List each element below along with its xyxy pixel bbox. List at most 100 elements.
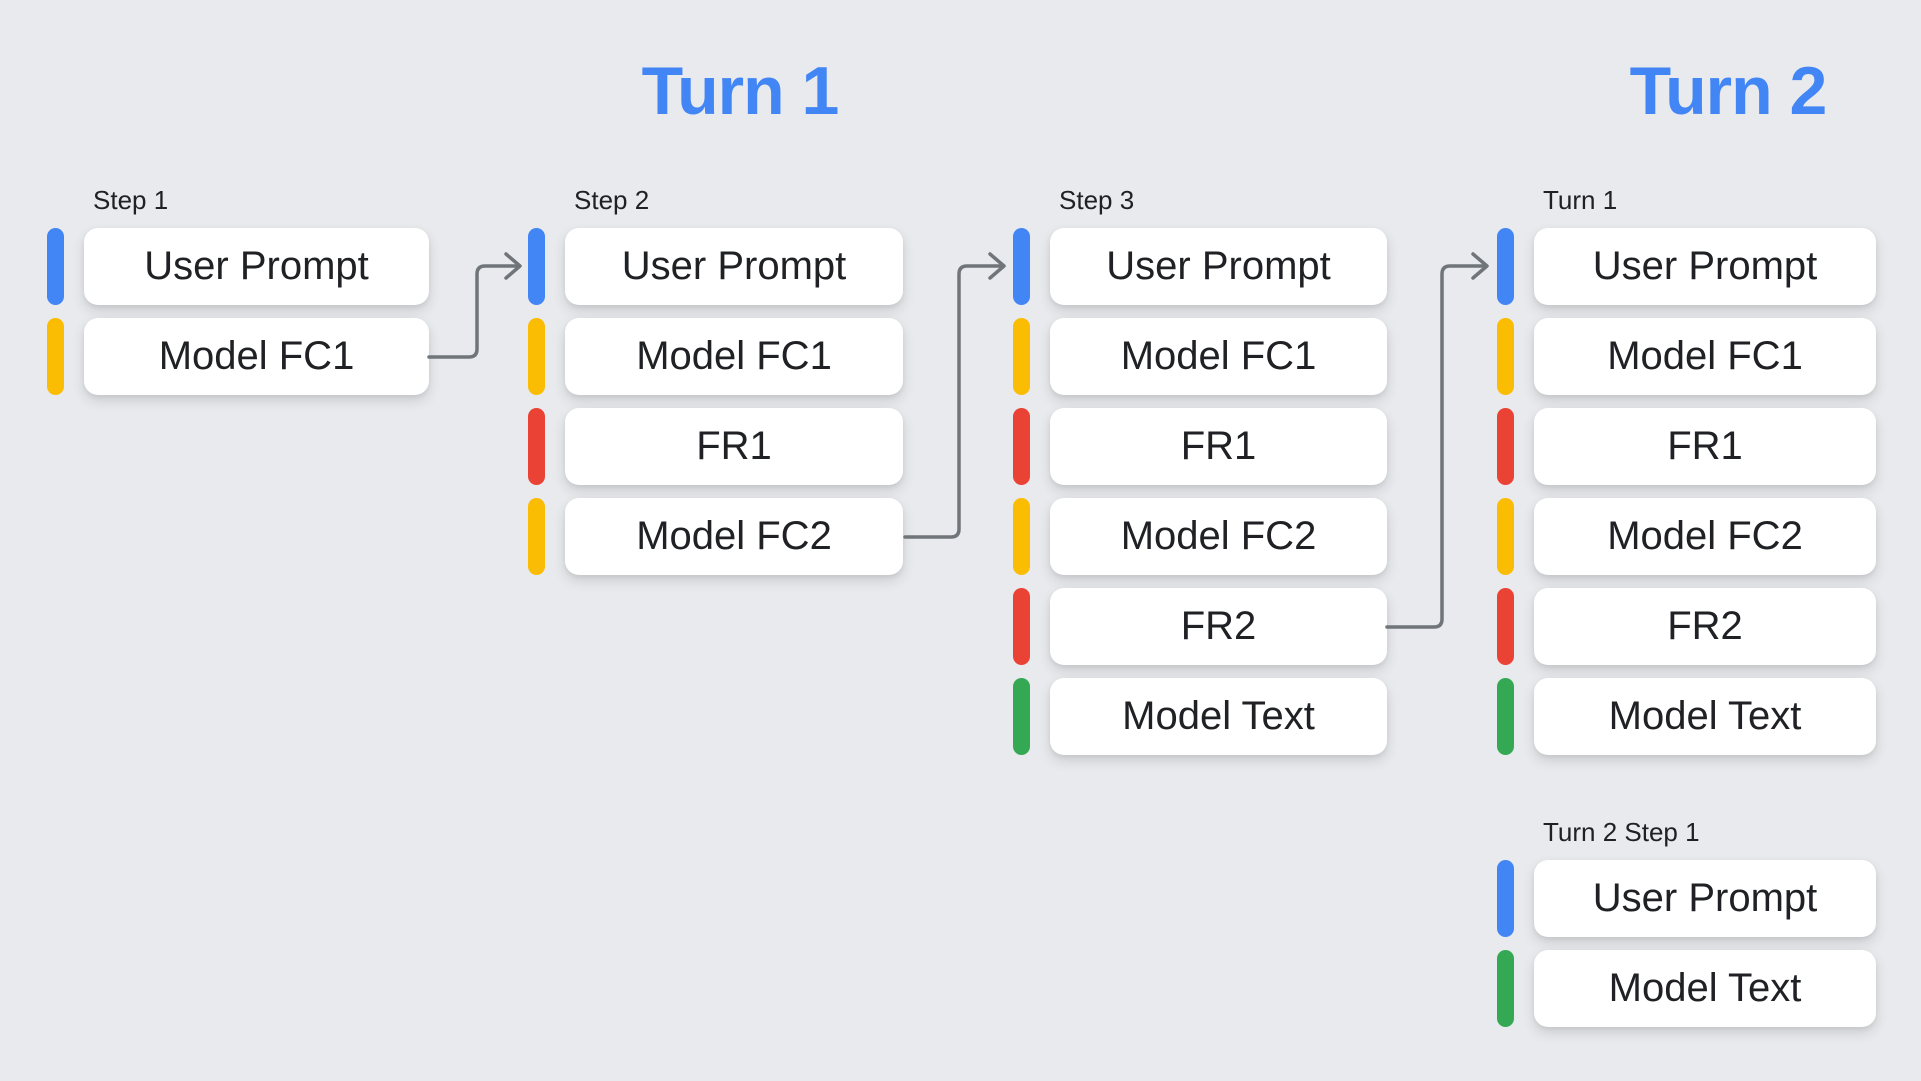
message-row: FR1 [1497,408,1876,485]
message-row: Model FC2 [528,498,903,575]
group-step3-rows: User Prompt Model FC1 FR1 Model FC2 FR2 … [1013,228,1387,755]
message-row: FR1 [528,408,903,485]
message-row: User Prompt [1013,228,1387,305]
message-row: User Prompt [47,228,429,305]
message-box: Model Text [1534,678,1876,755]
message-label: Model FC1 [1607,334,1803,378]
group-turn2-step1-label: Turn 2 Step 1 [1543,817,1700,847]
message-box: FR2 [1050,588,1387,665]
group-step2: Step 2 User Prompt Model FC1 FR1 Model F… [528,186,903,575]
message-row: Model FC1 [47,318,429,395]
connector-step3-to-turn1-arrow [1385,252,1489,629]
role-color-bar [528,228,545,305]
message-row: Model Text [1497,678,1876,755]
group-step1: Step 1 User Prompt Model FC1 [47,186,429,395]
message-label: User Prompt [1106,244,1331,288]
role-color-bar [47,228,64,305]
message-box: Model FC1 [565,318,903,395]
message-label: User Prompt [1592,244,1818,288]
message-label: Model FC1 [1120,334,1317,378]
message-label: Model FC2 [636,514,832,558]
group-turn1-context: Turn 1 User Prompt Model FC1 FR1 Model F… [1497,186,1876,755]
message-box: FR1 [1534,408,1876,485]
group-turn1-context-label: Turn 1 [1543,185,1618,215]
message-box: Model FC1 [1050,318,1387,395]
role-color-bar [1497,950,1514,1027]
group-step2-rows: User Prompt Model FC1 FR1 Model FC2 [528,228,903,575]
group-turn2-step1-rows: User Prompt Model Text [1497,860,1876,1027]
role-color-bar [1497,318,1514,395]
group-turn1-context-rows: User Prompt Model FC1 FR1 Model FC2 FR2 … [1497,228,1876,755]
group-turn2-step1: Turn 2 Step 1 User Prompt Model Text [1497,818,1876,1027]
message-label: FR2 [1667,604,1743,648]
group-step1-rows: User Prompt Model FC1 [47,228,429,395]
message-box: FR1 [1050,408,1387,485]
message-box: FR1 [565,408,903,485]
message-label: FR1 [1180,424,1257,468]
message-box: Model FC2 [1050,498,1387,575]
message-box: User Prompt [1534,228,1876,305]
message-label: FR2 [1180,604,1257,648]
message-label: Model Text [1122,694,1315,738]
turn1-heading: Turn 1 [641,53,840,129]
role-color-bar [1497,498,1514,575]
role-color-bar [1013,588,1030,665]
turn2-heading: Turn 2 [1629,53,1828,129]
role-color-bar [1013,678,1030,755]
message-box: Model Text [1534,950,1876,1027]
message-label: FR1 [696,424,772,468]
message-label: Model FC2 [1120,514,1317,558]
message-row: User Prompt [528,228,903,305]
message-box: Model FC1 [1534,318,1876,395]
message-box: Model Text [1050,678,1387,755]
message-row: Model FC1 [1013,318,1387,395]
message-row: User Prompt [1497,860,1876,937]
group-step3: Step 3 User Prompt Model FC1 FR1 Model F… [1013,186,1387,755]
role-color-bar [528,498,545,575]
role-color-bar [1497,408,1514,485]
role-color-bar [1497,228,1514,305]
message-label: Model FC2 [1607,514,1803,558]
message-label: FR1 [1667,424,1743,468]
role-color-bar [1013,318,1030,395]
role-color-bar [47,318,64,395]
message-row: FR2 [1013,588,1387,665]
message-box: Model FC2 [565,498,903,575]
message-box: Model FC1 [84,318,429,395]
group-step3-label: Step 3 [1059,185,1135,215]
role-color-bar [528,408,545,485]
message-box: Model FC2 [1534,498,1876,575]
message-row: User Prompt [1497,228,1876,305]
connector-step2-to-step3-arrow [903,252,1006,539]
role-color-bar [1013,498,1030,575]
message-label: Model Text [1608,694,1802,738]
message-label: Model Text [1608,966,1802,1010]
message-box: User Prompt [1050,228,1387,305]
connector-step1-to-step2-arrow [427,252,522,359]
message-row: Model FC2 [1013,498,1387,575]
group-step1-label: Step 1 [93,185,169,215]
message-label: Model FC1 [636,334,832,378]
role-color-bar [528,318,545,395]
group-step2-label: Step 2 [574,185,650,215]
message-row: FR1 [1013,408,1387,485]
message-box: User Prompt [1534,860,1876,937]
message-row: Model FC2 [1497,498,1876,575]
message-label: User Prompt [621,244,847,288]
message-label: User Prompt [144,244,369,288]
message-box: User Prompt [84,228,429,305]
message-label: Model FC1 [158,334,355,378]
message-box: User Prompt [565,228,903,305]
message-row: Model FC1 [528,318,903,395]
role-color-bar [1497,860,1514,937]
message-row: Model Text [1497,950,1876,1027]
role-color-bar [1497,588,1514,665]
role-color-bar [1013,408,1030,485]
message-label: User Prompt [1592,876,1818,920]
message-row: FR2 [1497,588,1876,665]
message-row: Model FC1 [1497,318,1876,395]
role-color-bar [1497,678,1514,755]
role-color-bar [1013,228,1030,305]
message-box: FR2 [1534,588,1876,665]
